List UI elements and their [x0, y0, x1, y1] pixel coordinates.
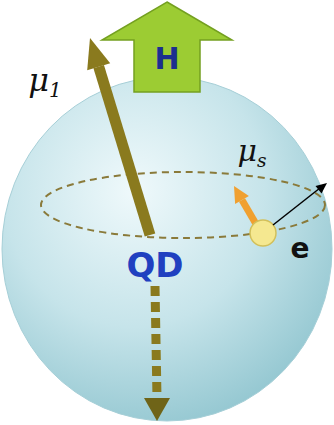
moment-arrow-shaft: [99, 67, 150, 235]
velocity-arrow-shaft: [273, 188, 320, 225]
field-arrow: H: [100, 0, 234, 94]
reversed-moment-shaft: [155, 286, 157, 398]
orbit-ellipse: [41, 172, 325, 238]
electron-dot: [250, 220, 276, 246]
spin-arrow-shaft: [242, 200, 256, 224]
reversed-moment-head: [144, 398, 170, 421]
velocity-arrow-head: [316, 183, 328, 194]
field-symbol: H: [154, 41, 179, 76]
moment-symbol: μ1: [28, 61, 61, 99]
dot-name: QD: [126, 245, 183, 285]
spin-arrow-head: [234, 186, 249, 204]
spin-moment-symbol: μs: [237, 133, 266, 168]
moment-arrow-head: [87, 38, 110, 70]
electron-symbol: e: [291, 232, 310, 265]
quantum-dot-sphere: QD: [1, 76, 333, 422]
